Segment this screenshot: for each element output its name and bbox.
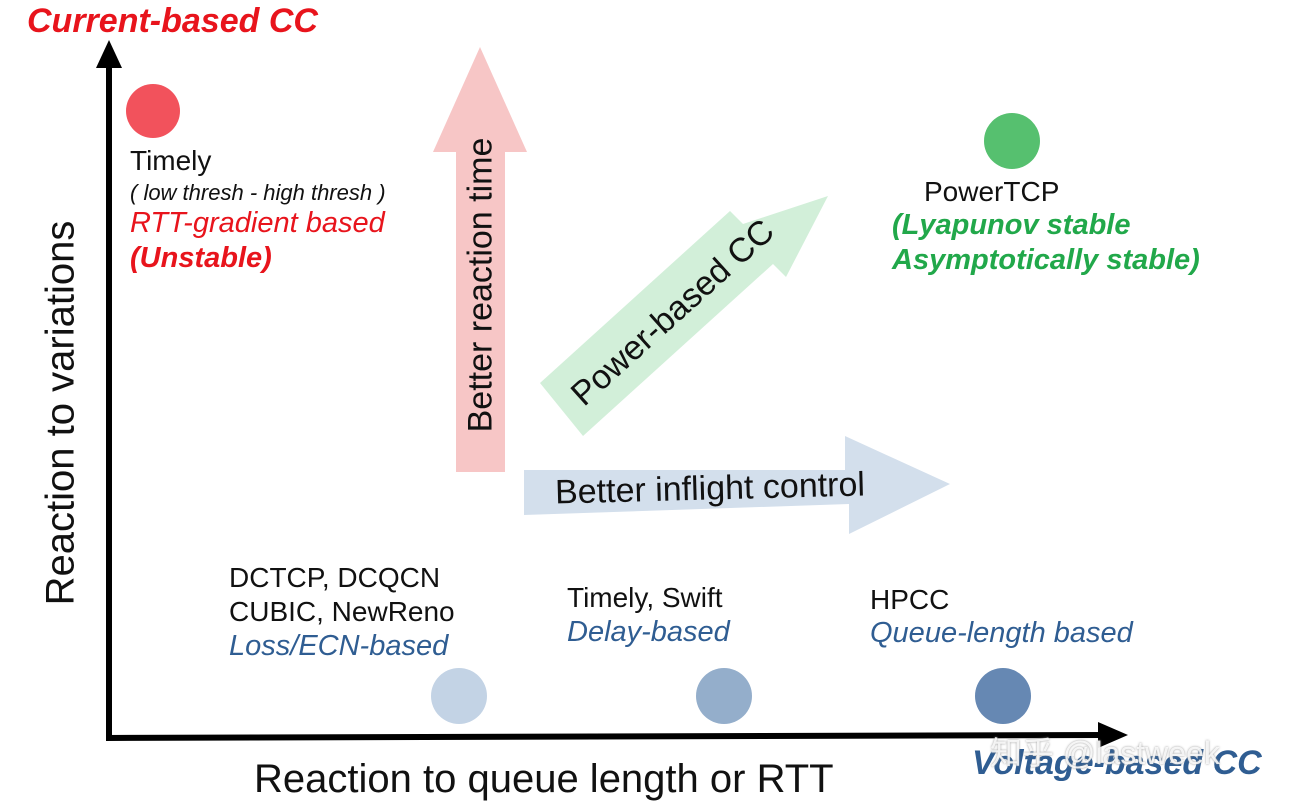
vertical-arrow-label: Better reaction time xyxy=(461,137,500,433)
delay-based-dot xyxy=(696,668,752,724)
watermark: 知乎 @lastweek xyxy=(990,735,1220,771)
current-based-title: Current-based CC xyxy=(27,2,318,40)
delay-line1: Timely, Swift xyxy=(567,582,723,613)
x-axis-label: Reaction to queue length or RTT xyxy=(254,757,834,801)
loss-line2: CUBIC, NewReno xyxy=(229,596,455,627)
voltage-based-title: Voltage-based CC xyxy=(972,744,1262,782)
diagonal-arrow-shape xyxy=(540,196,828,436)
x-axis-arrowhead xyxy=(1098,722,1128,748)
horizontal-arrow-shape xyxy=(524,436,950,534)
queue-line1: HPCC xyxy=(870,584,950,615)
x-axis xyxy=(105,732,1106,741)
horizontal-arrow-label: Better inflight control xyxy=(554,465,866,512)
y-axis-arrowhead xyxy=(96,40,122,68)
powertcp-line2: Asymptotically stable) xyxy=(892,244,1200,276)
loss-based-dot xyxy=(431,668,487,724)
loss-line1: DCTCP, DCQCN xyxy=(229,562,441,593)
timely-stability: (Unstable) xyxy=(130,242,272,274)
y-axis-label: Reaction to variations xyxy=(38,220,83,606)
delay-basis: Delay-based xyxy=(567,616,730,648)
queue-basis: Queue-length based xyxy=(870,617,1133,649)
powertcp-name: PowerTCP xyxy=(924,176,1060,207)
timely-params: ( low thresh - high thresh ) xyxy=(130,180,386,205)
vertical-arrow-shape xyxy=(433,47,527,472)
loss-basis: Loss/ECN-based xyxy=(229,630,449,662)
powertcp-line1: (Lyapunov stable xyxy=(892,209,1131,241)
timely-basis: RTT-gradient based xyxy=(130,207,385,239)
powertcp-dot xyxy=(984,113,1040,169)
timely-dot xyxy=(126,84,180,138)
queue-based-dot xyxy=(975,668,1031,724)
timely-name: Timely xyxy=(130,145,212,176)
